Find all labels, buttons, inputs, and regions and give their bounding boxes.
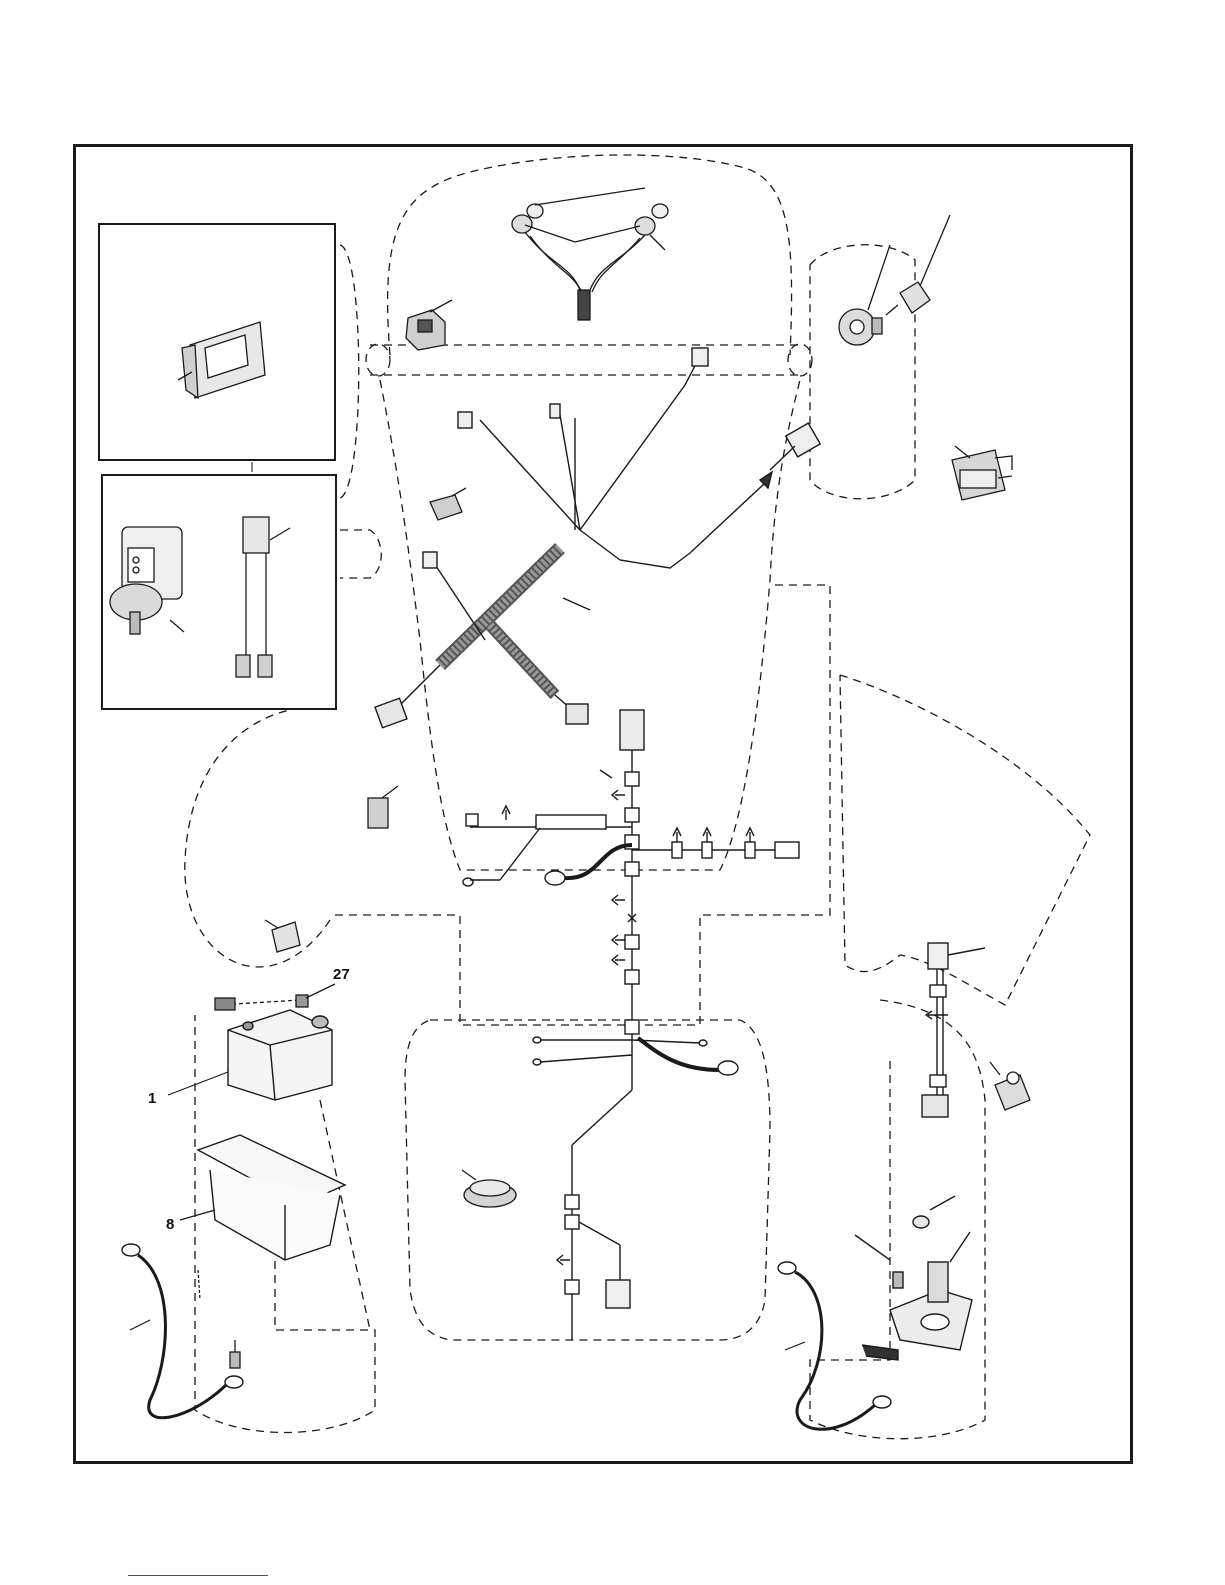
battery [228,1010,332,1100]
pto-harness [922,943,985,1117]
ignition-lobe [810,245,915,499]
frame-band [370,345,805,375]
callout-battery: 1 [148,1091,156,1106]
footer-link-underline[interactable] [128,1575,268,1576]
starter-solenoid [855,1196,972,1360]
pto-clutch-connector [990,1062,1030,1110]
ignition-key [886,215,950,315]
right-rear [810,1000,985,1439]
callout-battery-bolt: 27 [333,967,350,982]
round-plug [462,1170,516,1207]
negative-cable [122,1244,243,1418]
positive-cable [778,1262,891,1429]
seat-switch [368,786,398,828]
body-outline [380,380,800,870]
mid-deck [335,585,830,1025]
battery-box [198,1135,345,1260]
rear-harness [463,710,799,1340]
hood-outline [388,155,792,355]
ground-screw [198,1270,240,1368]
relay [430,488,466,520]
ignition-switch [839,245,890,345]
battery-bolt [215,984,335,1010]
headlights [512,188,668,320]
left-fender [185,710,330,967]
main-harness [375,348,820,728]
pto-switch [952,446,1012,500]
plug-block [265,920,300,952]
right-fender [840,675,1090,1005]
light-switch [406,300,452,350]
callout-battery-box: 8 [166,1217,174,1232]
